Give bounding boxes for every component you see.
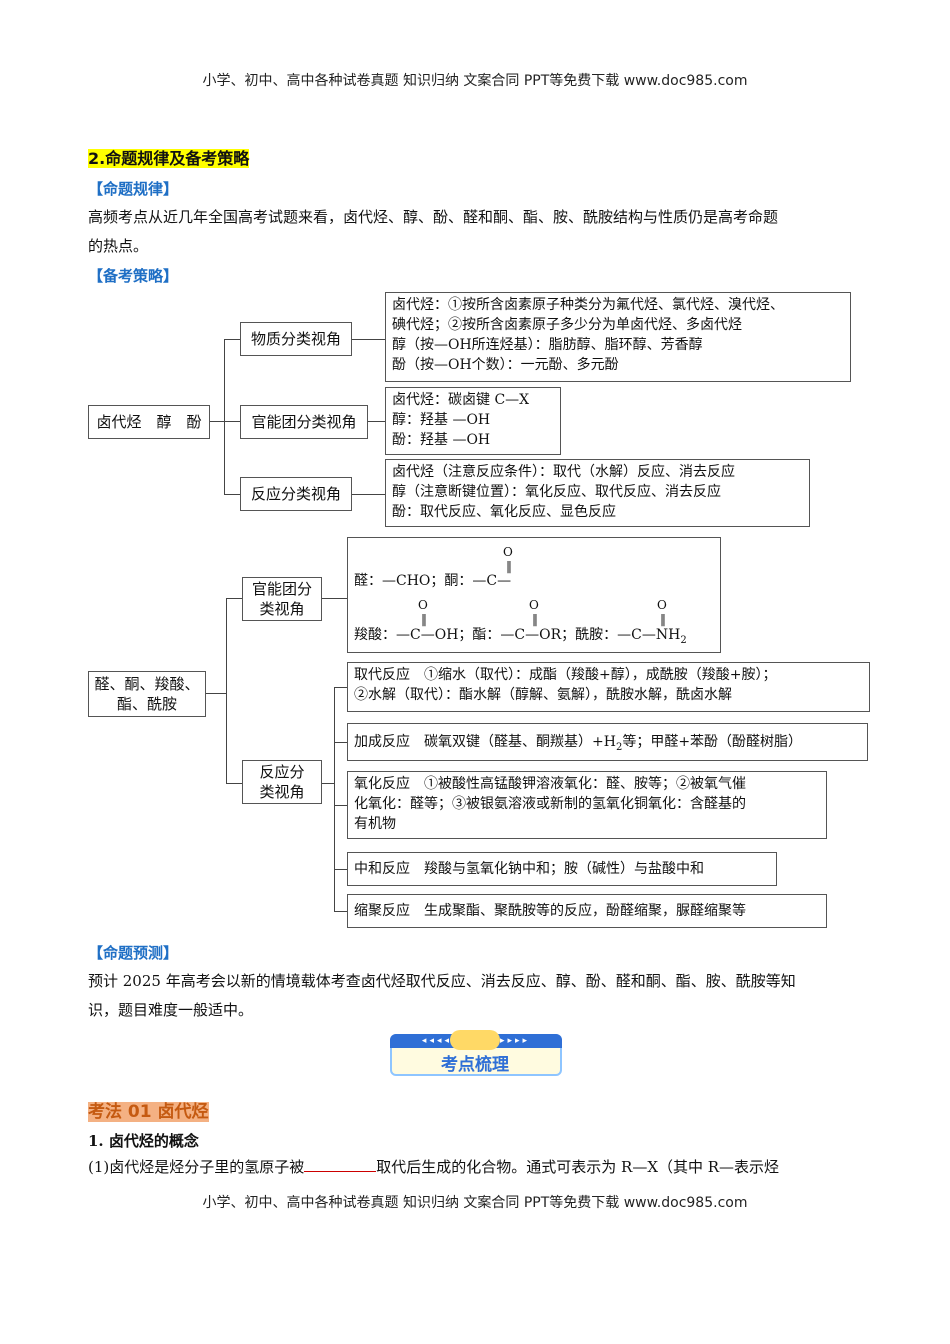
connector [334,911,347,912]
connector [226,783,242,784]
box-line: 酚（按—OH个数）：一元酚、多元酚 [392,357,619,373]
connector [226,598,242,599]
branch-line: 类视角 [259,600,305,618]
kaofa-heading: 考法 01 卤代烃 [88,1097,209,1122]
branch-line: 类视角 [259,783,305,801]
fg-line-2: 羧酸：—C—OH；酯：—C—OR；酰胺：—C—NH2 [354,625,687,651]
addition-text-2: 等；甲醛+苯酚（酚醛树脂） [622,734,803,750]
box-line: 取代反应 ①缩水（取代）：成酯（羧酸+醇），成酰胺（羧酸+胺）； [354,667,777,683]
box-line: 有机物 [354,816,396,832]
root-line: 酯、酰胺 [116,695,177,713]
branch-line: 反应分 [259,763,305,781]
connector [352,494,385,495]
fill-blank[interactable] [304,1157,377,1172]
double-bond: ‖ [421,612,427,626]
connector [334,742,347,743]
carbonyl-o: O [529,598,539,612]
kaofa-heading-text: 考法 01 卤代烃 [88,1102,209,1122]
connector [368,421,385,422]
connector [224,339,240,340]
map2-box-neutralization: 中和反应 羧酸与氢氧化钠中和；胺（碱性）与盐酸中和 [347,852,777,886]
connector [322,783,334,784]
connector [226,598,227,783]
box-line: ②水解（取代）：酯水解（醇解、氨解），酰胺水解，酰卤水解 [354,687,732,703]
predict-heading: 【命题预测】 [88,944,179,962]
box-line: 卤代烃（注意反应条件）：取代（水解）反应、消去反应 [392,464,735,480]
banner-tab [450,1030,500,1050]
connector [210,421,224,422]
connector [334,805,347,806]
connector [206,693,226,694]
box-line: 醇（按—OH所连烃基）：脂肪醇、脂环醇、芳香醇 [392,337,703,353]
carbonyl-o: O [503,545,513,559]
addition-subscript: 2 [615,741,623,753]
predict-text-2: 识，题目难度一般适中。 [88,1001,254,1019]
root-line: 醛、酮、羧酸、 [94,675,200,693]
map1-branch-material: 物质分类视角 [240,322,352,356]
map2-box-functional-groups: O ‖ 醛：—CHO；酮：—C— O ‖ O ‖ O ‖ 羧酸：—C—OH；酯：… [347,537,721,653]
predict-text-1: 预计 2025 年高考会以新的情境载体考查卤代烃取代反应、消去反应、醇、酚、醛和… [88,972,796,990]
connector [334,869,347,870]
map1-box-material: 卤代烃：①按所含卤素原子种类分为氟代烃、氯代烃、溴代烃、 碘代烃；②按所含卤素原… [385,292,851,382]
box-line: 酚：羟基 —OH [392,432,491,448]
box-line: 卤代烃：碳卤键 C—X [392,392,530,408]
question-1-part-a: (1)卤代烃是烃分子里的氢原子被 [88,1158,305,1176]
map2-branch-functional: 官能团分 类视角 [242,577,322,621]
fg-line-1: 醛：—CHO；酮：—C— [354,573,512,589]
connector [224,494,240,495]
map2-box-polycondensation: 缩聚反应 生成聚酯、聚酰胺等的反应，酚醛缩聚，脲醛缩聚等 [347,894,827,928]
map2-branch-reaction: 反应分 类视角 [242,760,322,804]
box-line: 醇：羟基 —OH [392,412,491,428]
banner-text: 考点梳理 [441,1055,509,1075]
connector [334,687,335,912]
connector [322,598,347,599]
double-bond: ‖ [506,559,512,573]
map1-branch-functional: 官能团分类视角 [240,405,368,439]
box-line: 醇（注意断键位置）：氧化反应、取代反应、消去反应 [392,484,721,500]
connector [224,421,240,422]
section-title-text: 2.命题规律及备考策略 [88,149,250,168]
addition-text: 加成反应 碳氧双键（醛基、酮羰基）+H [354,734,616,750]
sub-heading: 1. 卤代烃的概念 [88,1132,199,1150]
question-1-part-b: 取代后生成的化合物。通式可表示为 R—X（其中 R—表示烃 [376,1158,780,1176]
connector [334,687,347,688]
map1-root: 卤代烃 醇 酚 [88,405,210,439]
carbonyl-o: O [418,598,428,612]
double-bond: ‖ [532,612,538,626]
question-1: (1)卤代烃是烃分子里的氢原子被 取代后生成的化合物。通式可表示为 R—X（其中 … [88,1153,779,1182]
section-banner: ◂◂◂◂ ▸▸▸▸ 考点梳理 [388,1030,562,1076]
map2-box-addition: 加成反应 碳氧双键（醛基、酮羰基）+H2等；甲醛+苯酚（酚醛树脂） [347,723,868,761]
map1-box-functional: 卤代烃：碳卤键 C—X 醇：羟基 —OH 酚：羟基 —OH [385,387,561,455]
rule-text-2: 的热点。 [88,237,149,255]
section-title: 2.命题规律及备考策略 [88,145,250,169]
connector [352,339,385,340]
box-line: 酚：取代反应、氧化反应、显色反应 [392,504,616,520]
map2-box-oxidation: 氧化反应 ①被酸性高锰酸钾溶液氧化：醛、胺等；②被氧气催 化氧化：醛等；③被银氨… [347,771,827,839]
page-header: 小学、初中、高中各种试卷真题 知识归纳 文案合同 PPT等免费下载 www.do… [202,73,748,89]
connector [224,339,225,494]
box-line: 氧化反应 ①被酸性高锰酸钾溶液氧化：醛、胺等；②被氧气催 [354,776,746,792]
rule-heading: 【命题规律】 [88,180,179,198]
rule-text-1: 高频考点从近几年全国高考试题来看，卤代烃、醇、酚、醛和酮、酯、胺、酰胺结构与性质… [88,208,779,226]
double-bond: ‖ [660,612,666,626]
map2-box-substitution: 取代反应 ①缩水（取代）：成酯（羧酸+醇），成酰胺（羧酸+胺）； ②水解（取代）… [347,662,870,712]
box-line: 碘代烃；②按所含卤素原子多少分为单卤代烃、多卤代烃 [392,317,742,333]
box-line: 卤代烃：①按所含卤素原子种类分为氟代烃、氯代烃、溴代烃、 [392,297,784,313]
fg-line-2-text: 羧酸：—C—OH；酯：—C—OR；酰胺：—C—NH [354,627,681,643]
branch-line: 官能团分 [251,580,312,598]
page-footer: 小学、初中、高中各种试卷真题 知识归纳 文案合同 PPT等免费下载 www.do… [202,1195,748,1211]
box-line: 化氧化：醛等；③被银氨溶液或新制的氢氧化铜氧化：含醛基的 [354,796,746,812]
map1-box-reaction: 卤代烃（注意反应条件）：取代（水解）反应、消去反应 醇（注意断键位置）：氧化反应… [385,459,810,527]
map2-root: 醛、酮、羧酸、 酯、酰胺 [88,671,206,717]
map1-branch-reaction: 反应分类视角 [240,477,352,511]
carbonyl-o: O [657,598,667,612]
strategy-heading: 【备考策略】 [88,267,179,285]
fg-subscript: 2 [680,634,687,646]
